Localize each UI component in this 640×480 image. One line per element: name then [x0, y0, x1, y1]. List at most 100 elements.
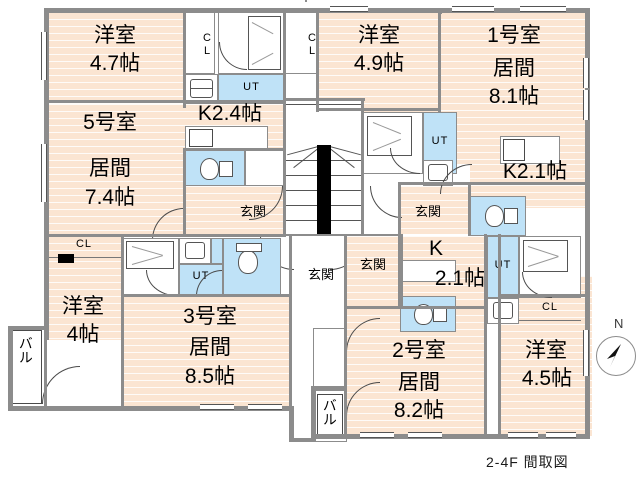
sink-icon-unit1 — [428, 164, 448, 181]
partition-2 — [44, 100, 186, 103]
kitchen-counter-unit1 — [500, 136, 560, 164]
partition-24 — [498, 294, 590, 297]
partition-11 — [398, 182, 588, 185]
bathtub-icon-unit2 — [523, 240, 568, 272]
exterior-wall-bottom-left — [8, 406, 293, 411]
partition-9 — [121, 236, 124, 408]
label-unit1-living-size: 8.1帖 — [488, 85, 540, 108]
ut-label-4: UT — [494, 259, 512, 271]
ut-area-unit2 — [487, 236, 519, 298]
sink-icon-unit2 — [493, 302, 513, 319]
room-unit2-hall — [346, 236, 400, 308]
stair-up-arrow — [305, 0, 307, 2]
compass-ring — [596, 336, 636, 376]
genkan-label-4: 玄関 — [307, 267, 334, 282]
label-unit5-kitchen: K2.4帖 — [197, 102, 263, 125]
partition-4 — [316, 8, 319, 112]
partition-20 — [183, 148, 285, 151]
sink-unit5 — [189, 129, 213, 147]
partition-5 — [438, 8, 441, 112]
label-yoshitsu-47: 洋室 — [94, 24, 136, 47]
partition-14 — [283, 98, 365, 101]
unit2-closet — [313, 328, 347, 388]
ut-label-2: UT — [431, 135, 449, 147]
toilet-bowl-icon — [200, 158, 219, 180]
exterior-wall-left-lower — [8, 326, 13, 410]
label-yoshitsu-49: 洋室 — [358, 24, 400, 47]
window-right-2 — [583, 90, 589, 120]
window-bottom-6 — [546, 432, 576, 438]
plan-caption: 2-4F 間取図 — [486, 454, 569, 470]
exterior-wall-seg-c — [289, 438, 315, 442]
partition-12 — [344, 234, 347, 436]
partition-19 — [183, 148, 186, 236]
partition-10 — [398, 182, 401, 308]
partition-17 — [44, 236, 47, 408]
closet-cl-1 — [185, 12, 215, 74]
toilet-bowl-icon-2 — [414, 304, 433, 325]
ut-area-unit3b — [211, 238, 223, 264]
window-top-1 — [330, 6, 368, 12]
closet-unit5-hall — [245, 150, 285, 186]
label-cl-1: CL — [201, 32, 213, 58]
label-unit2-living-size: 8.2帖 — [393, 399, 445, 422]
bathtub-icon-unit3 — [126, 241, 174, 269]
label-cl-4: CL — [75, 238, 93, 250]
toilet-tank-icon-3 — [236, 243, 262, 252]
partition-15 — [283, 98, 286, 236]
exterior-wall-bottom-right — [313, 434, 590, 439]
label-unit1-name: 1号室 — [487, 24, 541, 47]
partition-6 — [183, 100, 286, 103]
door-arc-balcony-1 — [42, 366, 80, 404]
stair-core — [317, 145, 331, 235]
partition-7 — [316, 108, 441, 111]
window-right-1 — [583, 58, 589, 88]
label-yoshitsu-4-size: 4帖 — [66, 323, 100, 346]
toilet-tank-icon — [219, 161, 233, 177]
window-bottom-2 — [248, 404, 282, 410]
partition-3 — [283, 8, 286, 108]
label-unit1-kitchen: K2.1帖 — [502, 160, 568, 183]
label-unit5-living-size: 7.4帖 — [84, 186, 136, 209]
partition-16 — [361, 98, 364, 236]
window-bottom-5 — [508, 432, 538, 438]
label-yoshitsu-49-size: 4.9帖 — [353, 52, 405, 75]
label-unit2-kitchen-k: K — [428, 237, 443, 260]
window-bottom-4 — [408, 432, 442, 438]
room-unit3-area — [123, 296, 291, 408]
label-unit3-living-size: 8.5帖 — [184, 365, 236, 388]
label-unit5-living: 居間 — [89, 157, 131, 180]
compass-needle-icon — [607, 344, 621, 367]
room-unit1-hall — [398, 186, 470, 234]
label-unit2-living: 居間 — [398, 371, 440, 394]
closet-strip-bl — [45, 236, 123, 258]
sink-unit1 — [503, 139, 525, 161]
ut-area-unit5 — [218, 74, 285, 104]
partition-26 — [400, 234, 403, 308]
exterior-wall-seg-d — [311, 386, 316, 442]
toilet-bowl-icon-3 — [238, 250, 258, 274]
exterior-wall-right — [585, 8, 590, 436]
sink-icon-unit3 — [185, 242, 205, 259]
partition-8 — [44, 234, 286, 237]
ut-label-1: UT — [243, 81, 260, 93]
exterior-wall-seg-b — [289, 406, 294, 442]
window-bottom-3 — [360, 432, 394, 438]
toilet-bowl-icon-1 — [485, 205, 504, 227]
compass-north-label: N — [614, 316, 624, 331]
exterior-wall-seg-e — [311, 386, 347, 390]
label-unit5-name: 5号室 — [83, 111, 137, 134]
label-unit3-name: 3号室 — [183, 305, 237, 328]
label-cl-5: CL — [541, 301, 559, 313]
window-top-3 — [520, 6, 566, 12]
ut-label-3: UT — [192, 270, 210, 282]
partition-21 — [468, 182, 471, 236]
balcony-label-1: バル — [17, 336, 34, 364]
room-yoshitsu-47 — [45, 12, 185, 104]
label-yoshitsu-47-size: 4.7帖 — [89, 52, 141, 75]
label-yoshitsu-45-size: 4.5帖 — [521, 367, 573, 390]
partition-13 — [484, 234, 487, 436]
room-yoshitsu-49 — [318, 12, 440, 112]
label-yoshitsu-4: 洋室 — [62, 295, 104, 318]
